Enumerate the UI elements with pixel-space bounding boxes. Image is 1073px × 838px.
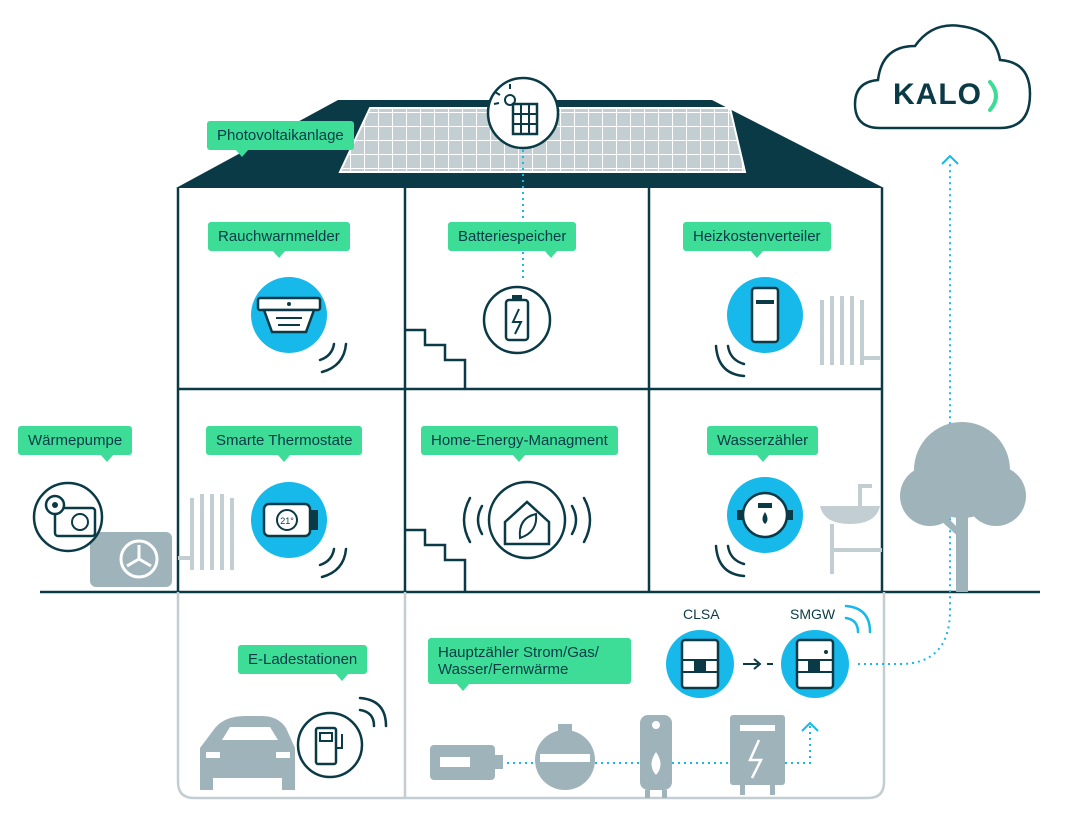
- battery-icon: [482, 285, 552, 355]
- house-walls: [176, 188, 884, 592]
- label-photovoltaik: Photovoltaikanlage: [207, 121, 354, 157]
- kalo-logo: KALO: [893, 78, 982, 111]
- water-meter-icon: [727, 477, 803, 553]
- radiator-icon: [820, 296, 880, 365]
- label-wasserzaehler: Wasserzähler: [707, 426, 819, 462]
- home-energy-icon: [487, 480, 567, 560]
- wifi-icon: [318, 547, 348, 579]
- power-meter-icon: [730, 715, 785, 795]
- heat-pump-icon: [32, 481, 172, 587]
- sink-icon: [820, 484, 882, 574]
- wifi-icon: [714, 344, 746, 378]
- boiler-icon: [640, 715, 672, 798]
- wifi-icon: [714, 544, 746, 578]
- tree-icon: [900, 422, 1026, 592]
- car-windshield: [206, 727, 290, 758]
- thermostat-display: 21°: [280, 516, 294, 526]
- label-hauptzaehler: Hauptzähler Strom/Gas/ Wasser/Fernwärme: [428, 638, 631, 691]
- label-rauchwarnmelder: Rauchwarnmelder: [208, 222, 350, 258]
- radiator-icon: [178, 494, 234, 570]
- wifi-icon: [462, 496, 592, 544]
- smoke-detector-icon: [251, 277, 327, 353]
- label-waermepumpe: Wärmepumpe: [18, 426, 133, 462]
- arrow-up-icon: [801, 721, 819, 732]
- smgw-device-icon: [781, 630, 849, 698]
- label-clsa: CLSA: [683, 606, 720, 622]
- arrow-up-icon: [941, 154, 959, 165]
- wifi-icon: [844, 604, 872, 634]
- stairs-icon: [405, 528, 467, 592]
- cloud-icon: [853, 24, 1032, 130]
- basement-outline: [176, 592, 886, 800]
- electricity-meter-icon: [430, 745, 503, 780]
- label-ladestationen: E-Ladestationen: [238, 645, 368, 681]
- stairs-icon: [405, 328, 467, 389]
- label-smgw: SMGW: [790, 606, 836, 622]
- kalo-logo-arc: [988, 80, 998, 112]
- wifi-icon: [358, 696, 388, 728]
- heat-cost-allocator-icon: [727, 277, 803, 353]
- solar-panel-icon: [486, 76, 560, 150]
- gas-meter-icon: [535, 724, 595, 790]
- charging-station-icon: [296, 711, 364, 779]
- label-batteriespeicher: Batteriespeicher: [448, 222, 577, 258]
- wifi-icon: [318, 342, 348, 374]
- label-hem: Home-Energy-Managment: [421, 426, 618, 462]
- arrow-right-icon: [743, 658, 773, 670]
- clsa-device-icon: [666, 630, 734, 698]
- label-thermostate: Smarte Thermostate: [206, 426, 363, 462]
- label-heizkostenverteiler: Heizkostenverteiler: [683, 222, 831, 258]
- thermostat-icon: [251, 482, 327, 558]
